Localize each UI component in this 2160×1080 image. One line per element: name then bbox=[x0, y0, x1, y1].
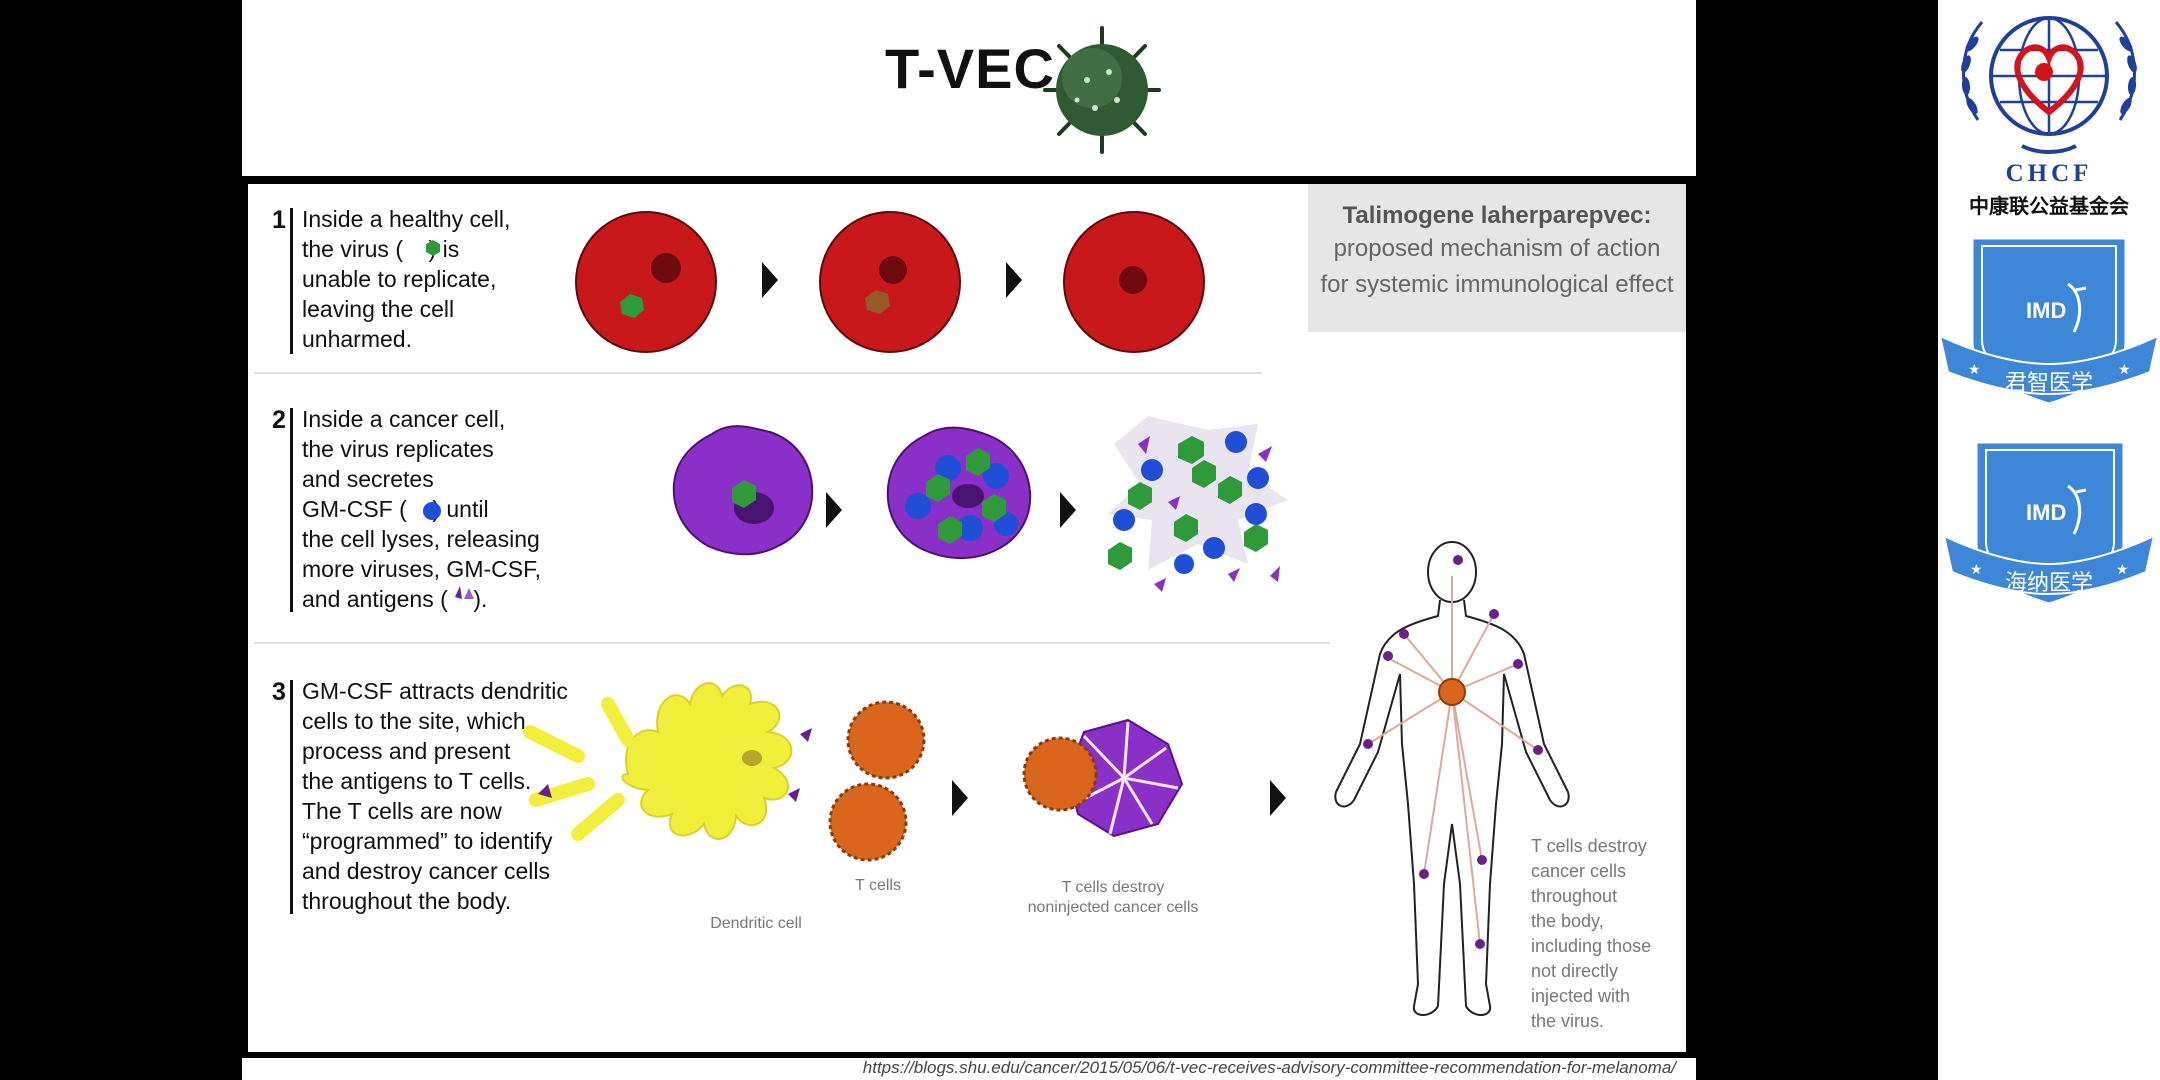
source-url: https://blogs.shu.edu/cancer/2015/05/06/… bbox=[862, 1058, 1676, 1077]
step-1-bar bbox=[290, 208, 293, 354]
imd-badge-2-icon: IMD 海纳医学 ★ ★ bbox=[1942, 440, 2156, 606]
svg-text:★: ★ bbox=[1968, 361, 1981, 377]
lysed-cell-icon bbox=[1108, 416, 1288, 592]
caption-dendritic-cell: Dendritic cell bbox=[710, 915, 802, 932]
caption-t-cells: T cells bbox=[855, 877, 901, 894]
svg-text:★: ★ bbox=[2116, 561, 2129, 577]
slide: T-VEC 1 Inside a healthy cell, the virus… bbox=[242, 0, 1696, 1080]
step-3-number: 3 bbox=[272, 678, 286, 706]
callout-line-2: for systemic immunological effect bbox=[1320, 271, 1674, 298]
mechanism-callout: Talimogene laherparepvec: proposed mecha… bbox=[1308, 184, 1686, 332]
caption-body: T cells destroy cancer cells throughout … bbox=[1531, 836, 1652, 1031]
source-band: https://blogs.shu.edu/cancer/2015/05/06/… bbox=[242, 1058, 1696, 1080]
antigen-markers bbox=[1363, 555, 1543, 949]
chcf-logo-text: CHCF bbox=[2005, 160, 2093, 187]
step-2-number: 2 bbox=[272, 406, 286, 434]
imd-text-1: IMD bbox=[2026, 298, 2066, 323]
svg-text:★: ★ bbox=[2118, 361, 2131, 377]
logo-column: CHCF 中康联公益基金会 IMD 君智医学 ★ ★ IMD 海纳医学 ★ ★ bbox=[1938, 0, 2160, 1080]
mechanism-panel: 1 Inside a healthy cell, the virus ( ) i… bbox=[248, 184, 1686, 1052]
healthy-cell-icon bbox=[1063, 211, 1205, 353]
badge-1-label: 君智医学 bbox=[2005, 370, 2093, 395]
illustration-layer bbox=[423, 211, 1570, 1016]
cancer-cell-icon bbox=[672, 425, 814, 556]
cancer-cell-icon bbox=[886, 426, 1032, 559]
lymph-node-icon bbox=[1438, 678, 1466, 706]
t-cell-icon bbox=[846, 700, 926, 780]
chcf-chinese-name: 中康联公益基金会 bbox=[1969, 196, 2129, 218]
step-2-text: Inside a cancer cell, the virus replicat… bbox=[302, 406, 541, 612]
badge-2-label: 海纳医学 bbox=[2005, 570, 2093, 595]
virus-legend-icon bbox=[426, 240, 440, 256]
arrow-icon bbox=[1270, 780, 1286, 816]
arrow-icon bbox=[952, 780, 968, 816]
chcf-globe-logo-icon bbox=[1961, 16, 2137, 154]
divider-2 bbox=[254, 642, 1330, 644]
imd-badge-1-icon: IMD 君智医学 ★ ★ bbox=[1938, 236, 2160, 406]
slide-title: T-VEC bbox=[885, 37, 1055, 100]
svg-text:★: ★ bbox=[1970, 561, 1983, 577]
arrow-icon bbox=[762, 262, 778, 298]
step-3-text: GM-CSF attracts dendritic cells to the s… bbox=[302, 678, 568, 914]
virus-icon bbox=[1043, 26, 1161, 154]
cancer-cell-destroyed-icon bbox=[1022, 718, 1184, 838]
imd-text-2: IMD bbox=[2026, 500, 2066, 525]
arrow-icon bbox=[1006, 262, 1022, 298]
t-cell-icon bbox=[828, 782, 908, 862]
antigen-legend-icon bbox=[455, 586, 474, 599]
callout-heading: Talimogene laherparepvec: bbox=[1342, 202, 1652, 229]
healthy-cell-icon bbox=[819, 211, 961, 353]
arrow-icon bbox=[826, 492, 842, 528]
step-1-number: 1 bbox=[272, 206, 286, 234]
callout-line-1: proposed mechanism of action bbox=[1333, 235, 1661, 262]
dendritic-cell-icon bbox=[523, 682, 812, 841]
lymph-paths bbox=[1367, 576, 1539, 945]
healthy-cell-icon bbox=[575, 211, 717, 353]
step-2-bar bbox=[290, 408, 293, 612]
title-band: T-VEC bbox=[242, 0, 1696, 176]
divider-1 bbox=[254, 372, 1262, 374]
caption-t-cells-destroy-2: noninjected cancer cells bbox=[1027, 899, 1199, 916]
step-3-bar bbox=[290, 680, 293, 914]
caption-t-cells-destroy-1: T cells destroy bbox=[1061, 879, 1165, 896]
arrow-icon bbox=[1060, 492, 1076, 528]
gmcsf-legend-icon bbox=[423, 502, 441, 520]
